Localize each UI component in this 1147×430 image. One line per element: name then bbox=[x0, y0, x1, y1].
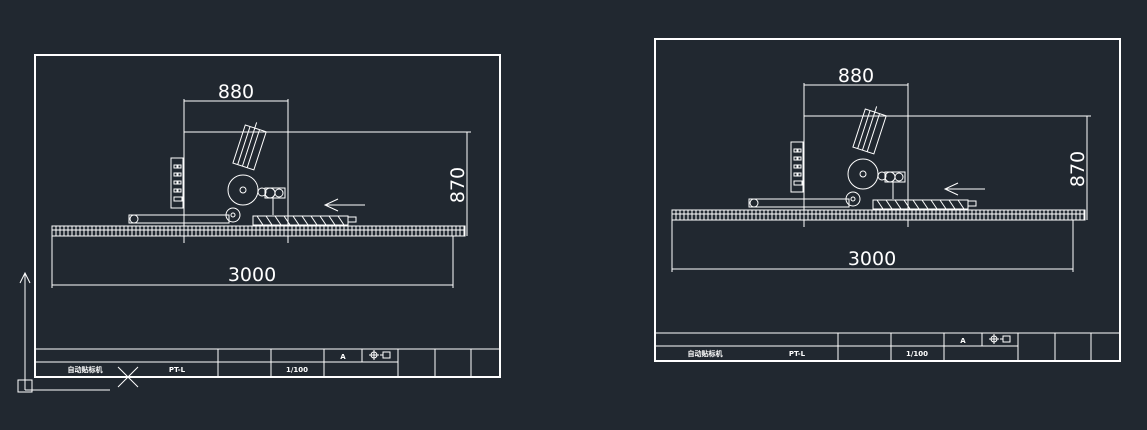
belt bbox=[748, 198, 850, 208]
screw-flight bbox=[283, 215, 291, 226]
screw-flight bbox=[265, 215, 273, 226]
projection-symbol-icon bbox=[989, 334, 1011, 344]
conveyor bbox=[671, 209, 1086, 221]
screw-flight bbox=[957, 199, 965, 210]
title-model: PT-L bbox=[169, 366, 186, 374]
screw-flight bbox=[274, 215, 282, 226]
screw-flight bbox=[337, 215, 345, 226]
label-roll bbox=[232, 122, 267, 171]
screw-flight bbox=[256, 215, 264, 226]
label-machine bbox=[748, 106, 985, 210]
screw-flight bbox=[885, 199, 893, 210]
title-name: 自动贴标机 bbox=[688, 349, 723, 358]
crosshair-cursor-icon bbox=[117, 366, 139, 388]
screw-flight bbox=[903, 199, 911, 210]
screw-flight bbox=[876, 199, 884, 210]
label-drum bbox=[847, 158, 879, 190]
feed-screw bbox=[252, 215, 349, 226]
screw-flight bbox=[301, 215, 309, 226]
feed-direction-arrow-icon bbox=[943, 182, 985, 196]
title-scale: 1/100 bbox=[906, 350, 928, 358]
dimension-text-length: 3000 bbox=[848, 248, 896, 270]
screw-flight bbox=[921, 199, 929, 210]
drawing-frame bbox=[654, 38, 1121, 362]
dimension-text-width: 880 bbox=[218, 81, 254, 103]
control-panel bbox=[170, 157, 184, 209]
title-sheet-size: A bbox=[960, 337, 966, 345]
screw-flight bbox=[319, 215, 327, 226]
screw-flight bbox=[894, 199, 902, 210]
title-block: 自动贴标机 PT-L 1/100 A bbox=[35, 348, 500, 377]
screw-flight bbox=[292, 215, 300, 226]
dimension-text-height: 870 bbox=[1067, 151, 1089, 187]
dimension-text-height: 870 bbox=[447, 167, 469, 203]
screw-flight bbox=[939, 199, 947, 210]
title-sheet-size: A bbox=[340, 353, 346, 361]
dimension-880: 880 bbox=[803, 65, 909, 227]
drawing-sheet[interactable]: 880 870 3000 自动贴标机 PT-L 1/100 A bbox=[34, 54, 501, 378]
title-model: PT-L bbox=[789, 350, 806, 358]
drawing-frame bbox=[34, 54, 501, 378]
control-panel bbox=[790, 141, 804, 193]
screw-flight bbox=[912, 199, 920, 210]
dimension-880: 880 bbox=[183, 81, 289, 243]
dimension-870: 870 bbox=[804, 115, 1091, 220]
screw-flight bbox=[328, 215, 336, 226]
label-drum bbox=[227, 174, 259, 206]
dimension-870: 870 bbox=[184, 131, 471, 236]
screw-flight bbox=[310, 215, 318, 226]
title-name: 自动贴标机 bbox=[68, 365, 103, 374]
dimension-text-width: 880 bbox=[838, 65, 874, 87]
belt bbox=[128, 214, 230, 224]
projection-symbol-icon bbox=[369, 350, 391, 360]
drawing-sheet[interactable]: 880 870 3000 自动贴标机 PT-L 1/100 A bbox=[654, 38, 1121, 362]
title-block: 自动贴标机 PT-L 1/100 A bbox=[655, 332, 1120, 361]
ucs-icon bbox=[17, 271, 110, 393]
screw-flight bbox=[930, 199, 938, 210]
label-machine bbox=[128, 122, 365, 226]
screw-flight bbox=[948, 199, 956, 210]
conveyor bbox=[51, 225, 466, 237]
label-roll bbox=[852, 106, 887, 155]
title-scale: 1/100 bbox=[286, 366, 308, 374]
dimension-3000: 3000 bbox=[671, 220, 1074, 272]
dimension-text-length: 3000 bbox=[228, 264, 276, 286]
feed-direction-arrow-icon bbox=[323, 198, 365, 212]
feed-screw bbox=[872, 199, 969, 210]
dimension-3000: 3000 bbox=[51, 236, 454, 288]
